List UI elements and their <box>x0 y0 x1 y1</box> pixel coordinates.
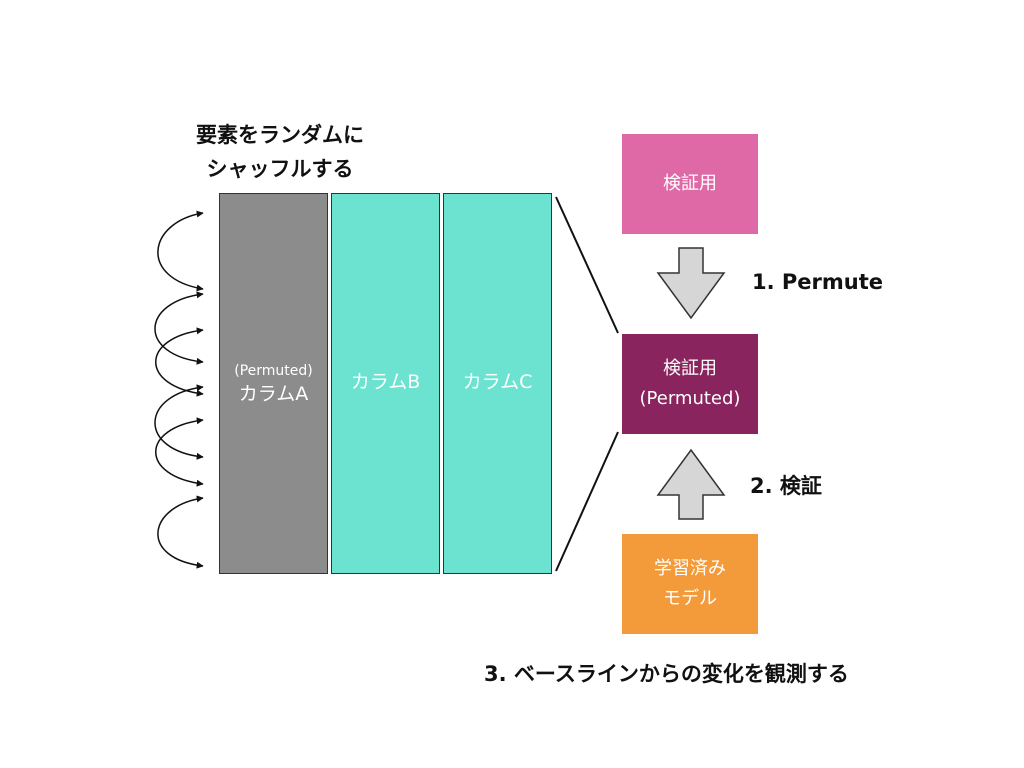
trained-model-box: 学習済み モデル <box>622 534 758 634</box>
curved-double-arrow-icon <box>154 384 204 460</box>
block-arrow-down-icon <box>656 247 726 320</box>
shuffle-heading: 要素をランダムに シャッフルする <box>150 118 410 186</box>
block-arrow-up-icon <box>656 448 726 520</box>
step-permute-label: 1. Permute <box>752 270 884 294</box>
curved-double-arrow-icon <box>155 417 204 487</box>
column-a-label: カラムA <box>238 382 309 405</box>
trained-model-label-1: 学習済み <box>654 558 726 579</box>
shuffle-arrows <box>154 210 204 569</box>
validation-data-box: 検証用 <box>622 134 758 234</box>
permuted-validation-box: 検証用 (Permuted) <box>622 334 758 434</box>
shuffle-heading-line-2: シャッフルする <box>206 157 354 181</box>
curved-double-arrow-icon <box>157 210 204 292</box>
step-observe-label: 3. ベースラインからの変化を観測する <box>484 662 849 686</box>
column-c: カラムC <box>443 193 552 574</box>
column-a-permuted-note: (Permuted) <box>234 362 313 379</box>
funnel-line-bottom <box>555 431 619 572</box>
step-validate-label: 2. 検証 <box>750 474 822 498</box>
permuted-validation-label: 検証用 <box>663 358 717 379</box>
column-c-label: カラムC <box>462 370 533 393</box>
column-a: (Permuted) カラムA <box>219 193 328 574</box>
trained-model-label-2: モデル <box>663 588 717 609</box>
shuffle-heading-line-1: 要素をランダムに <box>196 123 364 147</box>
funnel-line-top <box>555 196 619 334</box>
column-b-label: カラムB <box>350 370 421 393</box>
curved-double-arrow-icon <box>157 495 204 569</box>
validation-data-label: 検証用 <box>663 173 717 194</box>
column-b: カラムB <box>331 193 440 574</box>
curved-double-arrow-icon <box>155 327 204 397</box>
curved-double-arrow-icon <box>154 291 204 365</box>
permuted-validation-note: (Permuted) <box>639 388 741 409</box>
